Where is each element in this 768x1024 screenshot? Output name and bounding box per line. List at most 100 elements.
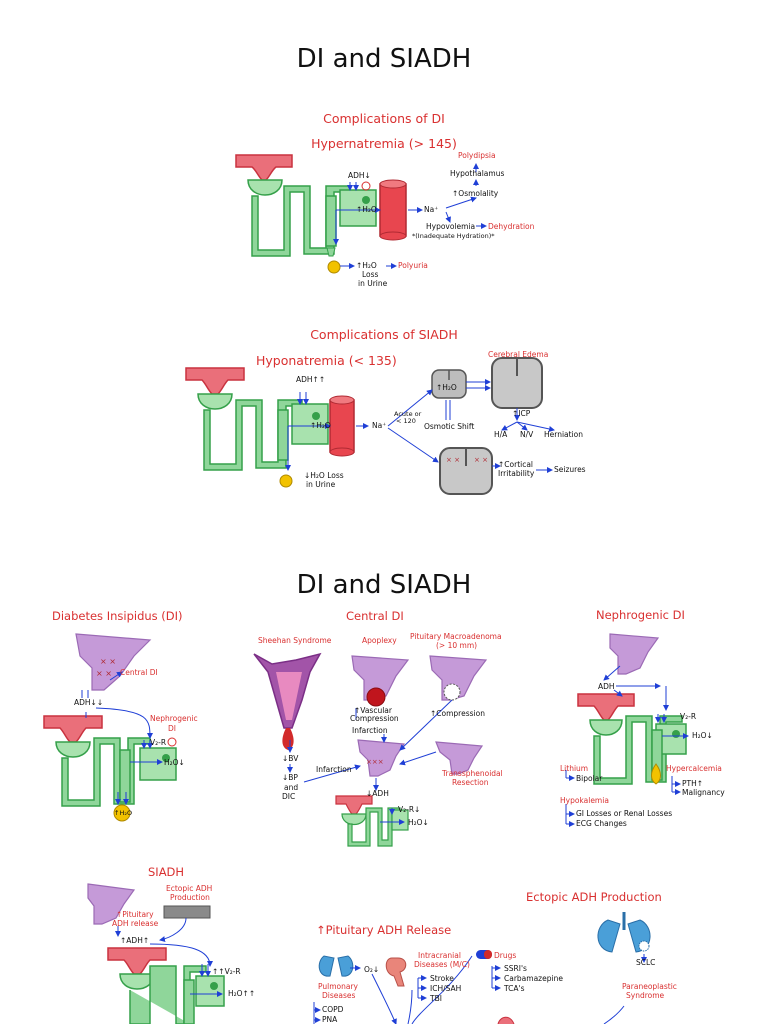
siadh-hyponatremia-heading: Hyponatremia (< 135) xyxy=(256,353,397,368)
intracranial-brain xyxy=(385,957,407,987)
central-and-label: and xyxy=(284,783,299,792)
siadh-cell-water-label: ↑H₂O xyxy=(436,383,457,392)
p2-nephrogenic-di-label: DI xyxy=(168,724,176,733)
nephro-adh-label: ADH xyxy=(598,682,615,691)
pna-label: PNA xyxy=(322,1015,338,1024)
p2-di-v2r-label: V₂-R xyxy=(150,738,167,747)
siadh-vessel xyxy=(329,395,355,457)
sclc-label: SCLC xyxy=(636,958,656,967)
ich-label: ICH/SAH xyxy=(430,984,462,993)
siadh-brain-edema xyxy=(491,357,543,409)
central-vascular-label: ↑Vascular xyxy=(354,706,392,715)
di-polydipsia-label: Polydipsia xyxy=(458,151,496,160)
svg-text:× ×: × × xyxy=(100,657,116,666)
di-urine-water-label: ↑H₂O xyxy=(356,261,377,270)
apoplexy-label: Apoplexy xyxy=(362,636,397,645)
p2-di-arrows xyxy=(81,671,163,805)
siadh-nephron xyxy=(203,399,329,471)
svg-text:× ×: × × xyxy=(474,456,488,464)
di-hypernatremia-heading: Hypernatremia (> 145) xyxy=(311,136,457,151)
central-compression2-label: ↑Compression xyxy=(430,709,485,718)
pulmonary-diseases-label: Diseases xyxy=(322,991,356,1000)
sclc-lungs xyxy=(597,912,651,953)
di-in-urine-label: in Urine xyxy=(358,279,388,288)
p2-nephrogenic-label: Nephrogenic xyxy=(150,714,198,723)
central-adh-label: ↓ADH xyxy=(366,789,389,798)
p2-central-di-label: Central DI xyxy=(120,668,158,677)
siadh-ha-label: H/A xyxy=(494,430,508,439)
di-inhibit-icon xyxy=(361,181,371,191)
p2-siadh-pituitary-purple xyxy=(87,883,136,925)
sheehan-uterus xyxy=(253,652,322,750)
siadh-irritability-label: Irritability xyxy=(498,469,535,478)
nephro-nephron xyxy=(593,715,687,785)
di-hypothalamus-label: Hypothalamus xyxy=(450,169,505,178)
central-pituitary-infarct: ××× xyxy=(357,739,406,777)
p2-di-adh-label: ADH↓↓ xyxy=(74,698,104,707)
sheehan-label: Sheehan Syndrome xyxy=(258,636,332,645)
nephro-water-label: H₂O↓ xyxy=(692,731,713,740)
ssri-label: SSRI's xyxy=(504,964,527,973)
intracranial-label: Intracranial xyxy=(418,951,461,960)
central-v2r-label: V₂-R↓ xyxy=(398,805,421,814)
hypokalemia-label: Hypokalemia xyxy=(560,796,609,805)
svg-text:× ×: × × xyxy=(446,456,460,464)
svg-text:×××: ××× xyxy=(366,758,384,766)
pth-label: PTH↑ xyxy=(682,779,704,788)
siadh-seizures-label: Seizures xyxy=(554,465,586,474)
nephro-pituitary-purple xyxy=(609,633,660,675)
nephro-arrows xyxy=(565,665,689,827)
di-pituitary xyxy=(235,154,293,196)
siadh-arrows xyxy=(285,379,555,473)
syndrome-label: Syndrome xyxy=(626,991,665,1000)
macroadenoma-label: Pituitary Macroadenoma xyxy=(410,632,502,641)
apoplexy-pituitary xyxy=(351,655,410,707)
siadh-cortical-label: ↑Cortical xyxy=(498,460,534,469)
drugs-pill xyxy=(476,950,492,959)
central-dic-label: DIC xyxy=(282,792,296,801)
siadh-acute-threshold: < 120 xyxy=(396,417,416,425)
di-hypovolemia-label: Hypovolemia xyxy=(426,222,476,231)
nephro-v2r-label: V₂-R xyxy=(680,712,697,721)
p2-siadh-heading: SIADH xyxy=(148,865,185,879)
di-nephron xyxy=(251,185,377,257)
p2-di-urine-label: ↑H₂O xyxy=(114,809,133,817)
copd-label: COPD xyxy=(322,1005,344,1014)
intracranial-diseases-label: Diseases (M/C) xyxy=(414,960,470,969)
central-bp-label: ↓BP xyxy=(282,773,298,782)
siadh-brain-cortical: × × × × xyxy=(439,447,493,495)
page2-title: DI and SIADH xyxy=(296,570,472,600)
di-dehydration-label: Dehydration xyxy=(488,222,535,231)
siadh-nv-label: N/V xyxy=(520,430,534,439)
hypercalcemia-label: Hypercalcemia xyxy=(666,764,722,773)
nephro-pituitary xyxy=(577,693,635,736)
central-water-label: H₂O↓ xyxy=(408,818,429,827)
siadh-herniation-label: Herniation xyxy=(544,430,584,439)
di-adh-label: ADH↓ xyxy=(348,171,371,180)
central-arrows xyxy=(287,699,453,825)
malignancy-label: Malignancy xyxy=(682,788,725,797)
ectopic-production-heading: Ectopic ADH Production xyxy=(526,890,662,904)
di-urine-drop xyxy=(327,260,341,274)
central-nephron xyxy=(335,795,409,847)
pulmonary-lungs xyxy=(318,955,354,977)
pituitary-release-heading: ↑Pituitary ADH Release xyxy=(316,923,452,937)
siadh-osmotic-shift-label: Osmotic Shift xyxy=(424,422,475,431)
siadh-icp-label: ↑ICP xyxy=(512,409,531,418)
macroadenoma-size-label: (> 10 mm) xyxy=(436,641,478,650)
siadh-na-label: Na⁺ xyxy=(372,421,387,430)
di-na-label: Na⁺ xyxy=(424,205,439,214)
siadh-brain-small xyxy=(431,369,467,399)
p2-di-pituitary-purple: × × × × xyxy=(75,633,152,691)
di-polyuria-label: Polyuria xyxy=(398,261,428,270)
transsphenoidal-pituitary xyxy=(435,741,484,775)
svg-text:× ×: × × xyxy=(96,669,112,678)
tbi-label: TBI xyxy=(430,994,442,1003)
central-bv-label: ↓BV xyxy=(282,754,299,763)
ecg-changes-label: ECG Changes xyxy=(576,819,627,828)
di-complications-heading: Complications of DI xyxy=(323,111,445,126)
adh-release-label: ADH release xyxy=(112,919,159,928)
pulmonary-label: Pulmonary xyxy=(318,982,358,991)
transsphenoidal-label: Transsphenoidal xyxy=(442,769,503,778)
